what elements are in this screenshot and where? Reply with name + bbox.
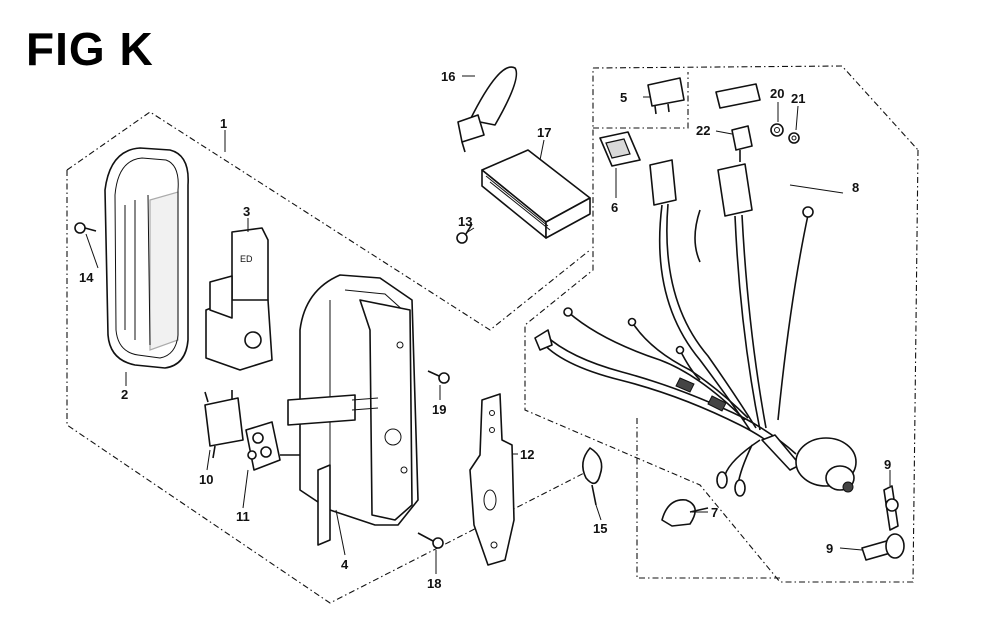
callout-5: 5: [620, 90, 627, 105]
leader-lines: [85, 75, 891, 574]
callout-12: 12: [520, 447, 534, 462]
relay: [647, 77, 685, 115]
group-boundary-wire-harness: [524, 65, 919, 583]
switch-key-upper: [883, 485, 899, 531]
terminal-block: [245, 421, 300, 471]
callout-18: 18: [427, 576, 441, 591]
bolt-18: [417, 532, 444, 549]
control-box: [287, 274, 419, 546]
screw-19: [427, 370, 450, 384]
switch-key-lower: [861, 533, 905, 561]
nut-20: [770, 123, 784, 137]
group-boundary-control-box: [66, 111, 591, 604]
callout-10: 10: [199, 472, 213, 487]
cover-screw: [74, 222, 97, 234]
callout-9-upper: 9: [884, 457, 891, 472]
callout-20: 20: [770, 86, 784, 101]
washer-21: [788, 132, 800, 144]
callout-numbers: 1 2 3 4 5 6 7 8 9 9 10 11 12 13 14 15 16…: [79, 69, 891, 591]
callout-3: 3: [243, 204, 250, 219]
mounting-plate: [469, 393, 515, 566]
callout-2: 2: [121, 387, 128, 402]
callout-15: 15: [593, 521, 607, 536]
callout-8: 8: [852, 180, 859, 195]
circuit-breaker: [204, 390, 244, 459]
callout-14: 14: [79, 270, 94, 285]
callout-19: 19: [432, 402, 446, 417]
callout-9-lower: 9: [826, 541, 833, 556]
callout-17: 17: [537, 125, 551, 140]
band-clamp: [457, 66, 518, 153]
figure-title: FIG K: [26, 23, 154, 75]
wire-clip: [582, 447, 603, 506]
harness-clamp: [661, 499, 709, 527]
control-box-cover: [104, 147, 189, 369]
fuse-holder: [599, 131, 641, 167]
wire-harness: [534, 159, 857, 497]
callout-16: 16: [441, 69, 455, 84]
svg-text:ED: ED: [240, 254, 253, 264]
fuse: [731, 125, 753, 162]
fuse-cover: [715, 83, 761, 109]
callout-4: 4: [341, 557, 349, 572]
callout-21: 21: [791, 91, 805, 106]
callout-1: 1: [220, 116, 227, 131]
callout-11: 11: [236, 509, 250, 524]
avr-unit: [481, 149, 591, 239]
callout-7: 7: [711, 505, 718, 520]
callout-13: 13: [458, 214, 472, 229]
callout-22: 22: [696, 123, 710, 138]
switch-bracket: ED: [205, 227, 273, 371]
callout-6: 6: [611, 200, 618, 215]
